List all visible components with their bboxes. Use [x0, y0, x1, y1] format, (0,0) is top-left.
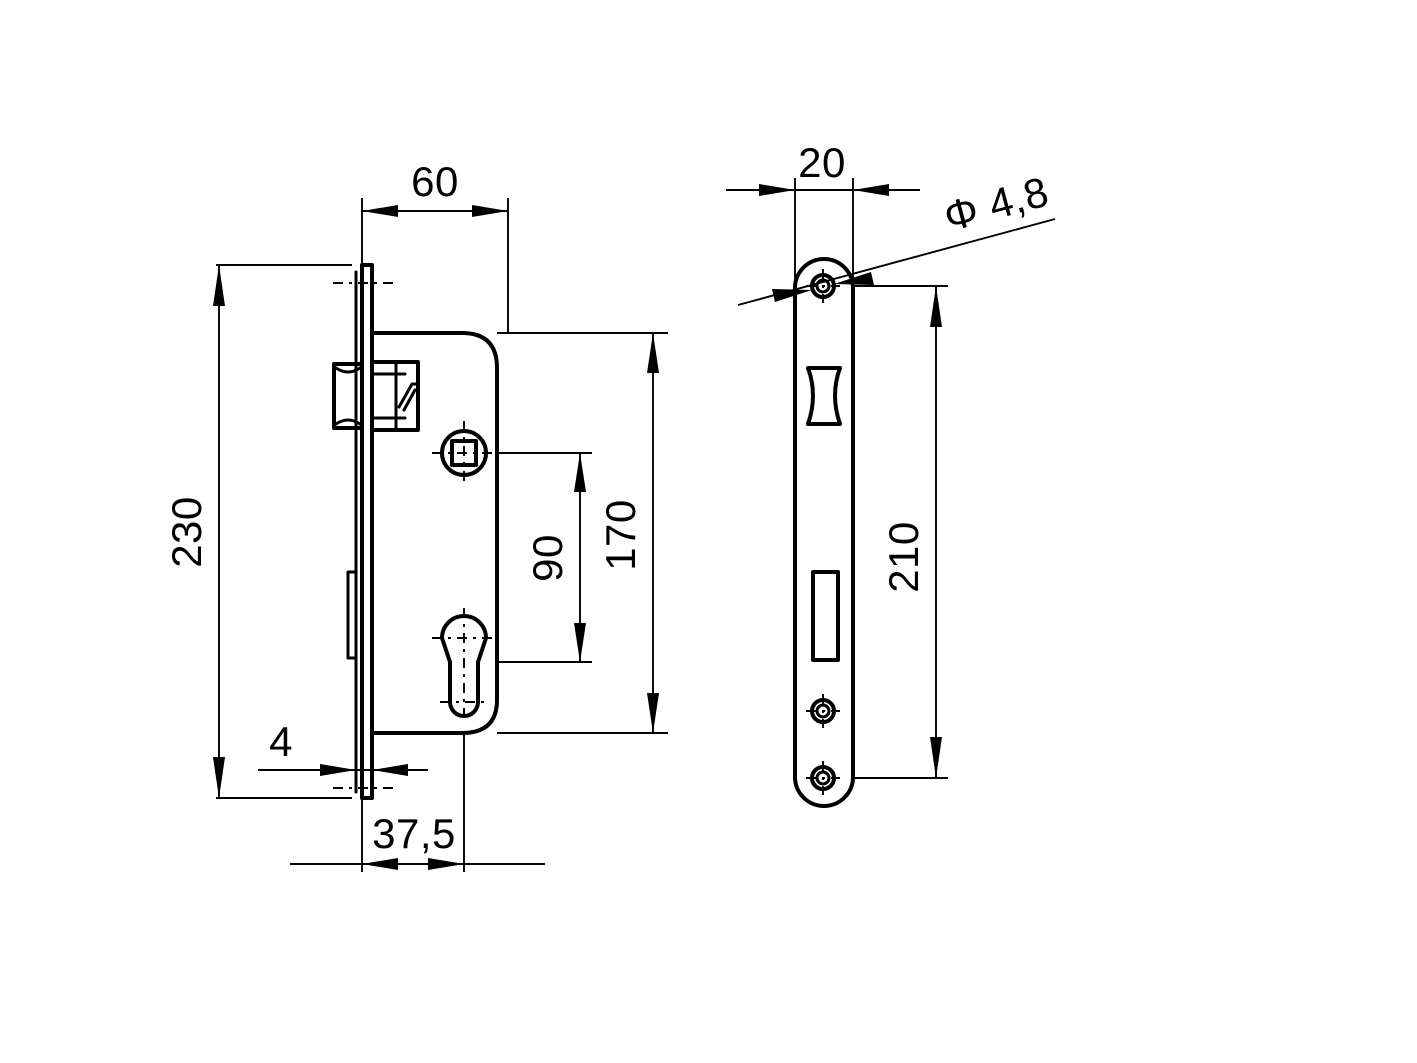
dimension-210-label: 210	[880, 521, 927, 593]
screw-hole-bottom	[806, 761, 840, 795]
left-view-group	[332, 263, 499, 800]
faceplate-front-outline	[793, 257, 855, 808]
dimension-37-5: 37,5	[290, 734, 545, 872]
dimension-diameter-4-8-label: Φ 4,8	[939, 168, 1054, 241]
dimension-90-label: 90	[524, 534, 571, 582]
dimension-230-label: 230	[163, 496, 210, 568]
dimension-60: 60	[361, 158, 509, 332]
dimension-diameter-4-8: Φ 4,8	[737, 168, 1056, 306]
dimension-210: 210	[853, 285, 948, 779]
faceplate-profile	[354, 263, 374, 800]
right-view-group	[793, 257, 855, 808]
latch-bolt-assembly	[332, 360, 420, 432]
dimension-90: 90	[497, 452, 592, 663]
dimension-170-label: 170	[597, 499, 644, 571]
faceplate-centerlines	[333, 282, 398, 789]
deadbolt-opening	[811, 570, 840, 662]
lock-body-profile	[370, 331, 499, 735]
dimension-20-label: 20	[798, 139, 846, 186]
dimension-170: 170	[497, 332, 668, 734]
dimension-4-label: 4	[269, 718, 293, 765]
dimension-37-5-label: 37,5	[372, 810, 456, 857]
dimension-230: 230	[163, 264, 352, 799]
euro-cylinder-keyhole	[432, 608, 496, 723]
dimension-20: 20	[726, 139, 920, 288]
screw-hole-middle	[806, 694, 840, 728]
screw-hole-top	[806, 269, 840, 303]
deadbolt-slot	[346, 570, 358, 660]
spindle-follower-hole	[432, 421, 496, 485]
dimension-60-label: 60	[411, 158, 459, 205]
latch-opening	[806, 366, 842, 426]
dimension-4: 4	[258, 718, 428, 776]
